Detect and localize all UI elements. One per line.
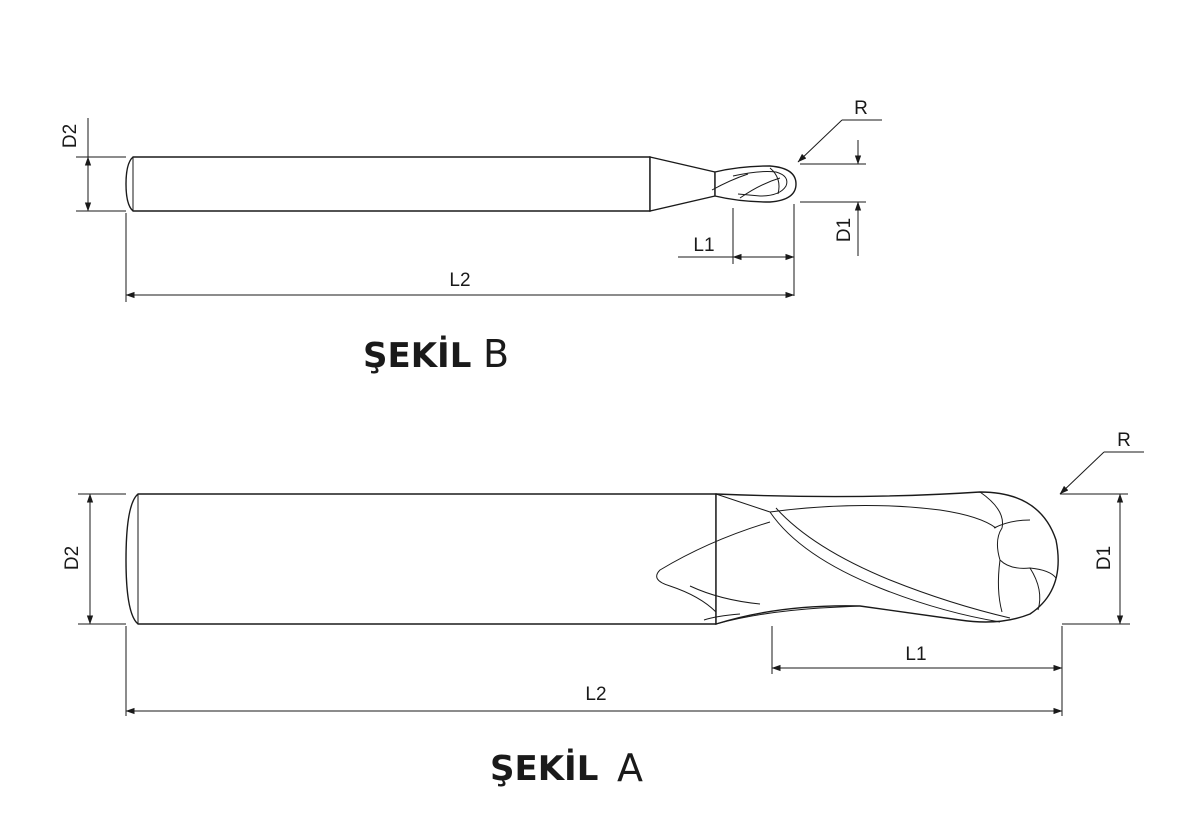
figure-a-tool-outline	[125, 491, 1059, 625]
figure-b-d2-dimension: D2	[60, 118, 126, 212]
figure-a-l1-dimension: L1	[771, 626, 1063, 716]
figure-a-caption-prefix: ŞEKİL	[490, 748, 598, 789]
figure-b-d1-dimension: D1	[800, 140, 866, 256]
figure-b-r-leader: R	[797, 98, 882, 163]
figure-a-caption: ŞEKİL A	[490, 746, 643, 790]
figure-a-d1-dimension: D1	[1060, 493, 1130, 625]
figure-b-d1-label: D1	[834, 218, 855, 242]
figure-a-d2-label: D2	[62, 546, 83, 570]
figure-b-l1-label: L1	[693, 235, 714, 256]
figure-a-r-leader: R	[1059, 430, 1144, 495]
figure-a-caption-letter: A	[617, 746, 643, 790]
figure-b-caption-prefix: ŞEKİL	[363, 335, 471, 376]
figure-b-caption: ŞEKİL B	[363, 332, 509, 376]
figure-b-tool-outline	[125, 156, 797, 212]
figure-b-caption-letter: B	[483, 332, 509, 376]
figure-b-l2-dimension: L2	[125, 213, 795, 302]
figure-a-r-label: R	[1117, 430, 1131, 451]
figure-a-l2-dimension: L2	[125, 626, 1063, 716]
figure-b: D2 D1 R L1 L2	[60, 98, 882, 376]
figure-a-d2-dimension: D2	[62, 493, 126, 625]
figure-a-l2-label: L2	[585, 684, 606, 705]
figure-b-l2-label: L2	[449, 270, 470, 291]
figure-a: D2 D1 R L1 L2 ŞEKİL	[62, 430, 1144, 790]
figure-b-r-label: R	[854, 98, 868, 119]
figure-a-l1-label: L1	[905, 644, 926, 665]
figure-a-d1-label: D1	[1094, 546, 1115, 570]
figure-b-l1-dimension: L1	[678, 204, 795, 296]
figure-b-d2-label: D2	[60, 124, 81, 148]
